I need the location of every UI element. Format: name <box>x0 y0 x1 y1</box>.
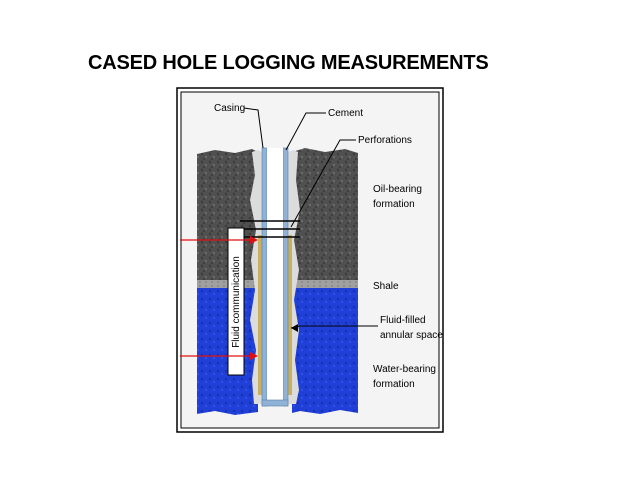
casing-wall-right <box>282 147 289 407</box>
annulus-fluid-left <box>258 235 262 395</box>
diagram-frame-outer <box>176 87 444 433</box>
water-formation-right <box>292 288 358 414</box>
fluid-communication-box <box>227 227 245 376</box>
fluid-annulus-arrowhead <box>291 324 298 332</box>
fluid-filled-label-1: Fluid-filled <box>380 315 426 326</box>
red-arrow-lower <box>180 352 258 360</box>
perforations-label: Perforations <box>358 135 412 146</box>
shale-label: Shale <box>373 281 399 292</box>
fluid-communication-label: Fluid communication <box>231 256 242 348</box>
red-arrow-upper <box>180 236 258 244</box>
shale-layer-right <box>292 280 358 288</box>
casing-label: Casing <box>214 103 245 114</box>
fluid-filled-label-2: annular space <box>380 330 443 341</box>
annulus-fluid-right <box>288 235 292 395</box>
cement-label: Cement <box>328 108 363 119</box>
water-bearing-label-1: Water-bearing <box>373 364 436 375</box>
oil-formation-right <box>292 148 358 282</box>
casing-bore <box>267 148 283 400</box>
casing-shoe <box>261 399 289 407</box>
oil-bearing-label-2: formation <box>373 199 415 210</box>
page-title: CASED HOLE LOGGING MEASUREMENTS <box>88 52 489 74</box>
oil-bearing-label-1: Oil-bearing <box>373 184 422 195</box>
leader-lines <box>243 107 378 329</box>
water-bearing-label-2: formation <box>373 379 415 390</box>
casing-wall-left <box>261 147 268 407</box>
